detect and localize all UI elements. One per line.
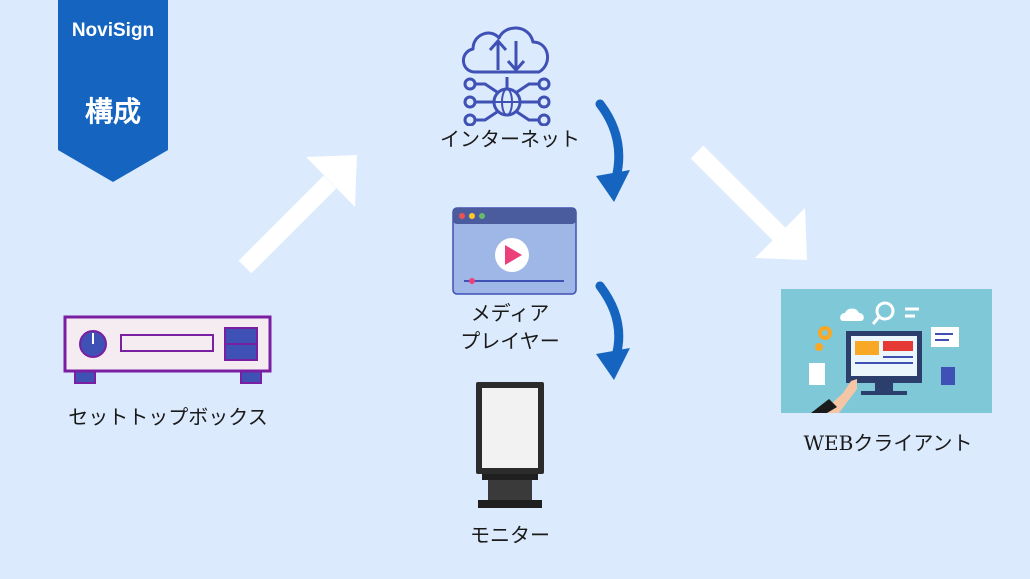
brand-name: NoviSign — [71, 20, 155, 41]
arrow-internet-to-webclient — [690, 145, 807, 260]
diagram-title: 構成 — [84, 95, 141, 128]
curved-arrow-internet-to-player — [595, 99, 630, 202]
media-player-icon — [452, 207, 577, 295]
set-top-box-icon — [63, 315, 272, 384]
media-player-label-line2: プレイヤー — [460, 329, 560, 353]
monitor-label: モニター — [470, 523, 550, 547]
arrow-stb-to-internet — [238, 155, 357, 274]
curved-arrow-player-to-monitor — [595, 281, 630, 380]
monitor-kiosk-icon — [476, 382, 544, 508]
internet-cloud-icon — [462, 26, 551, 126]
web-client-illustration — [781, 289, 992, 413]
web-client-label: WEBクライアント — [803, 431, 973, 455]
internet-label: インターネット — [440, 127, 580, 151]
set-top-box-label: セットトップボックス — [68, 405, 268, 429]
banner-ribbon-shape — [58, 0, 168, 182]
media-player-label-line1: メディア — [470, 301, 550, 325]
brand-banner: NoviSign 構成 — [58, 0, 168, 182]
